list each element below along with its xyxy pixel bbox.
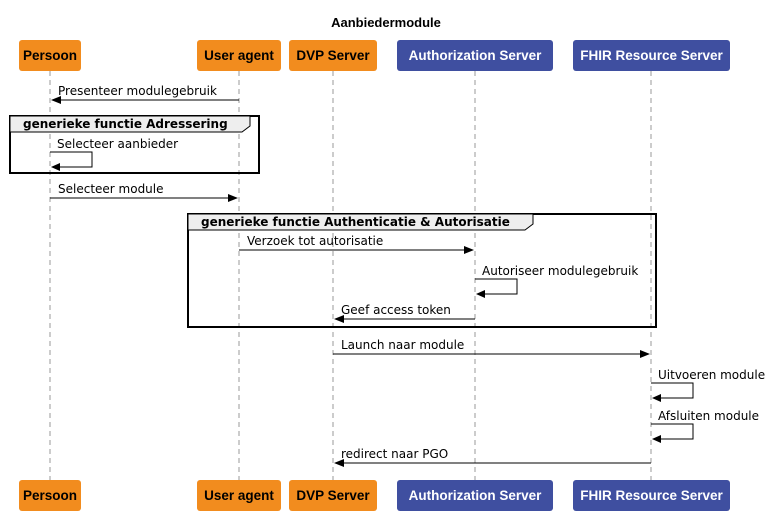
participant-label: FHIR Resource Server [580, 488, 723, 503]
participant-dvp-top: DVP Server [289, 40, 377, 71]
participant-box [289, 40, 377, 71]
participant-label: Persoon [23, 48, 77, 63]
arrowhead [228, 194, 238, 202]
participant-box [573, 480, 730, 511]
message: Geef access token [334, 303, 475, 323]
message: Autoriseer modulegebruik [475, 264, 638, 298]
participant-box [289, 480, 377, 511]
message: Presenteer modulegebruik [51, 84, 239, 104]
arrowhead [464, 246, 474, 254]
message-label: redirect naar PGO [341, 447, 448, 461]
participant-box [397, 40, 553, 71]
message-label: Afsluiten module [658, 409, 759, 423]
message: redirect naar PGO [334, 447, 651, 467]
participant-label: Persoon [23, 488, 77, 503]
participant-label: User agent [204, 48, 274, 63]
fragment-tab [187, 213, 534, 231]
participant-box [19, 480, 81, 511]
message-label: Uitvoeren module [658, 368, 765, 382]
participant-label: DVP Server [296, 48, 370, 63]
participant-label: FHIR Resource Server [580, 48, 723, 63]
arrowhead [652, 435, 661, 443]
participant-box [397, 480, 553, 511]
message: Launch naar module [333, 338, 650, 358]
arrowhead [334, 459, 344, 467]
self-arrow [651, 382, 694, 399]
message: Selecteer module [50, 182, 238, 202]
participant-fhir-bottom: FHIR Resource Server [573, 480, 730, 511]
participant-persoon-top: Persoon [19, 40, 81, 71]
participant-dvp-bottom: DVP Server [289, 480, 377, 511]
self-arrow [651, 423, 694, 440]
message-label: Presenteer modulegebruik [58, 84, 217, 98]
participant-useragent-bottom: User agent [197, 480, 281, 511]
fragment-title: generieke functie Adressering [23, 117, 228, 131]
participant-box [197, 40, 281, 71]
self-arrow [50, 151, 93, 168]
message-label: Autoriseer modulegebruik [482, 264, 638, 278]
message-label: Launch naar module [341, 338, 464, 352]
participant-authz-top: Authorization Server [397, 40, 553, 71]
participant-useragent-top: User agent [197, 40, 281, 71]
message: Selecteer aanbieder [50, 137, 178, 171]
message-label: Verzoek tot autorisatie [247, 234, 383, 248]
participant-label: Authorization Server [409, 488, 543, 503]
message-label: Selecteer aanbieder [57, 137, 178, 151]
message-label: Geef access token [341, 303, 451, 317]
arrowhead [51, 96, 61, 104]
fragment-title: generieke functie Authenticatie & Autori… [201, 215, 510, 229]
diagram-title: Aanbiedermodule [331, 15, 441, 30]
participant-label: User agent [204, 488, 274, 503]
message: Verzoek tot autorisatie [239, 234, 474, 254]
arrowhead [51, 163, 60, 171]
fragment-authenticatie: generieke functie Authenticatie & Autori… [187, 213, 657, 328]
participant-persoon-bottom: Persoon [19, 480, 81, 511]
arrowhead [476, 290, 485, 298]
self-arrow [475, 278, 518, 295]
fragment-adressering: generieke functie Adressering [9, 115, 260, 174]
participant-label: Authorization Server [409, 48, 543, 63]
participant-fhir-top: FHIR Resource Server [573, 40, 730, 71]
participant-box [19, 40, 81, 71]
message-label: Selecteer module [58, 182, 164, 196]
arrowhead [640, 350, 650, 358]
participant-label: DVP Server [296, 488, 370, 503]
participant-authz-bottom: Authorization Server [397, 480, 553, 511]
fragment-tab [9, 115, 251, 133]
message: Uitvoeren module [651, 368, 765, 402]
participant-box [197, 480, 281, 511]
participant-box [573, 40, 730, 71]
message: Afsluiten module [651, 409, 759, 443]
arrowhead [652, 394, 661, 402]
arrowhead [334, 315, 344, 323]
